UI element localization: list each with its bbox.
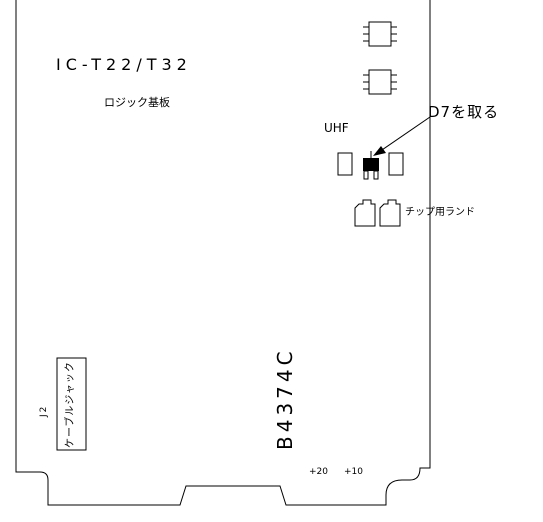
connector-label: ケーブルジャック xyxy=(65,361,76,448)
ic-package-1 xyxy=(363,21,397,47)
board-subtitle: ロジック基板 xyxy=(104,96,170,109)
pad-label-plus10: +10 xyxy=(344,467,363,477)
board-title: IC-T22/T32 xyxy=(56,55,192,74)
connector-ref: J2 xyxy=(39,404,49,417)
part-number: B4374C xyxy=(273,347,297,450)
cable-jack-outline xyxy=(56,357,87,451)
chip-land-2 xyxy=(379,199,401,227)
pad-right xyxy=(388,152,404,176)
d7-diode xyxy=(363,151,379,180)
annotation-text: D7を取る xyxy=(428,103,500,121)
pad-left xyxy=(337,152,353,176)
ic-package-2 xyxy=(363,69,397,95)
chip-land-label: チップ用ランド xyxy=(405,207,475,218)
band-label: UHF xyxy=(324,121,349,135)
annotation-arrow xyxy=(373,116,431,156)
chip-land-1 xyxy=(354,199,376,227)
pad-label-plus20: +20 xyxy=(309,467,328,477)
board-outline xyxy=(15,0,431,506)
